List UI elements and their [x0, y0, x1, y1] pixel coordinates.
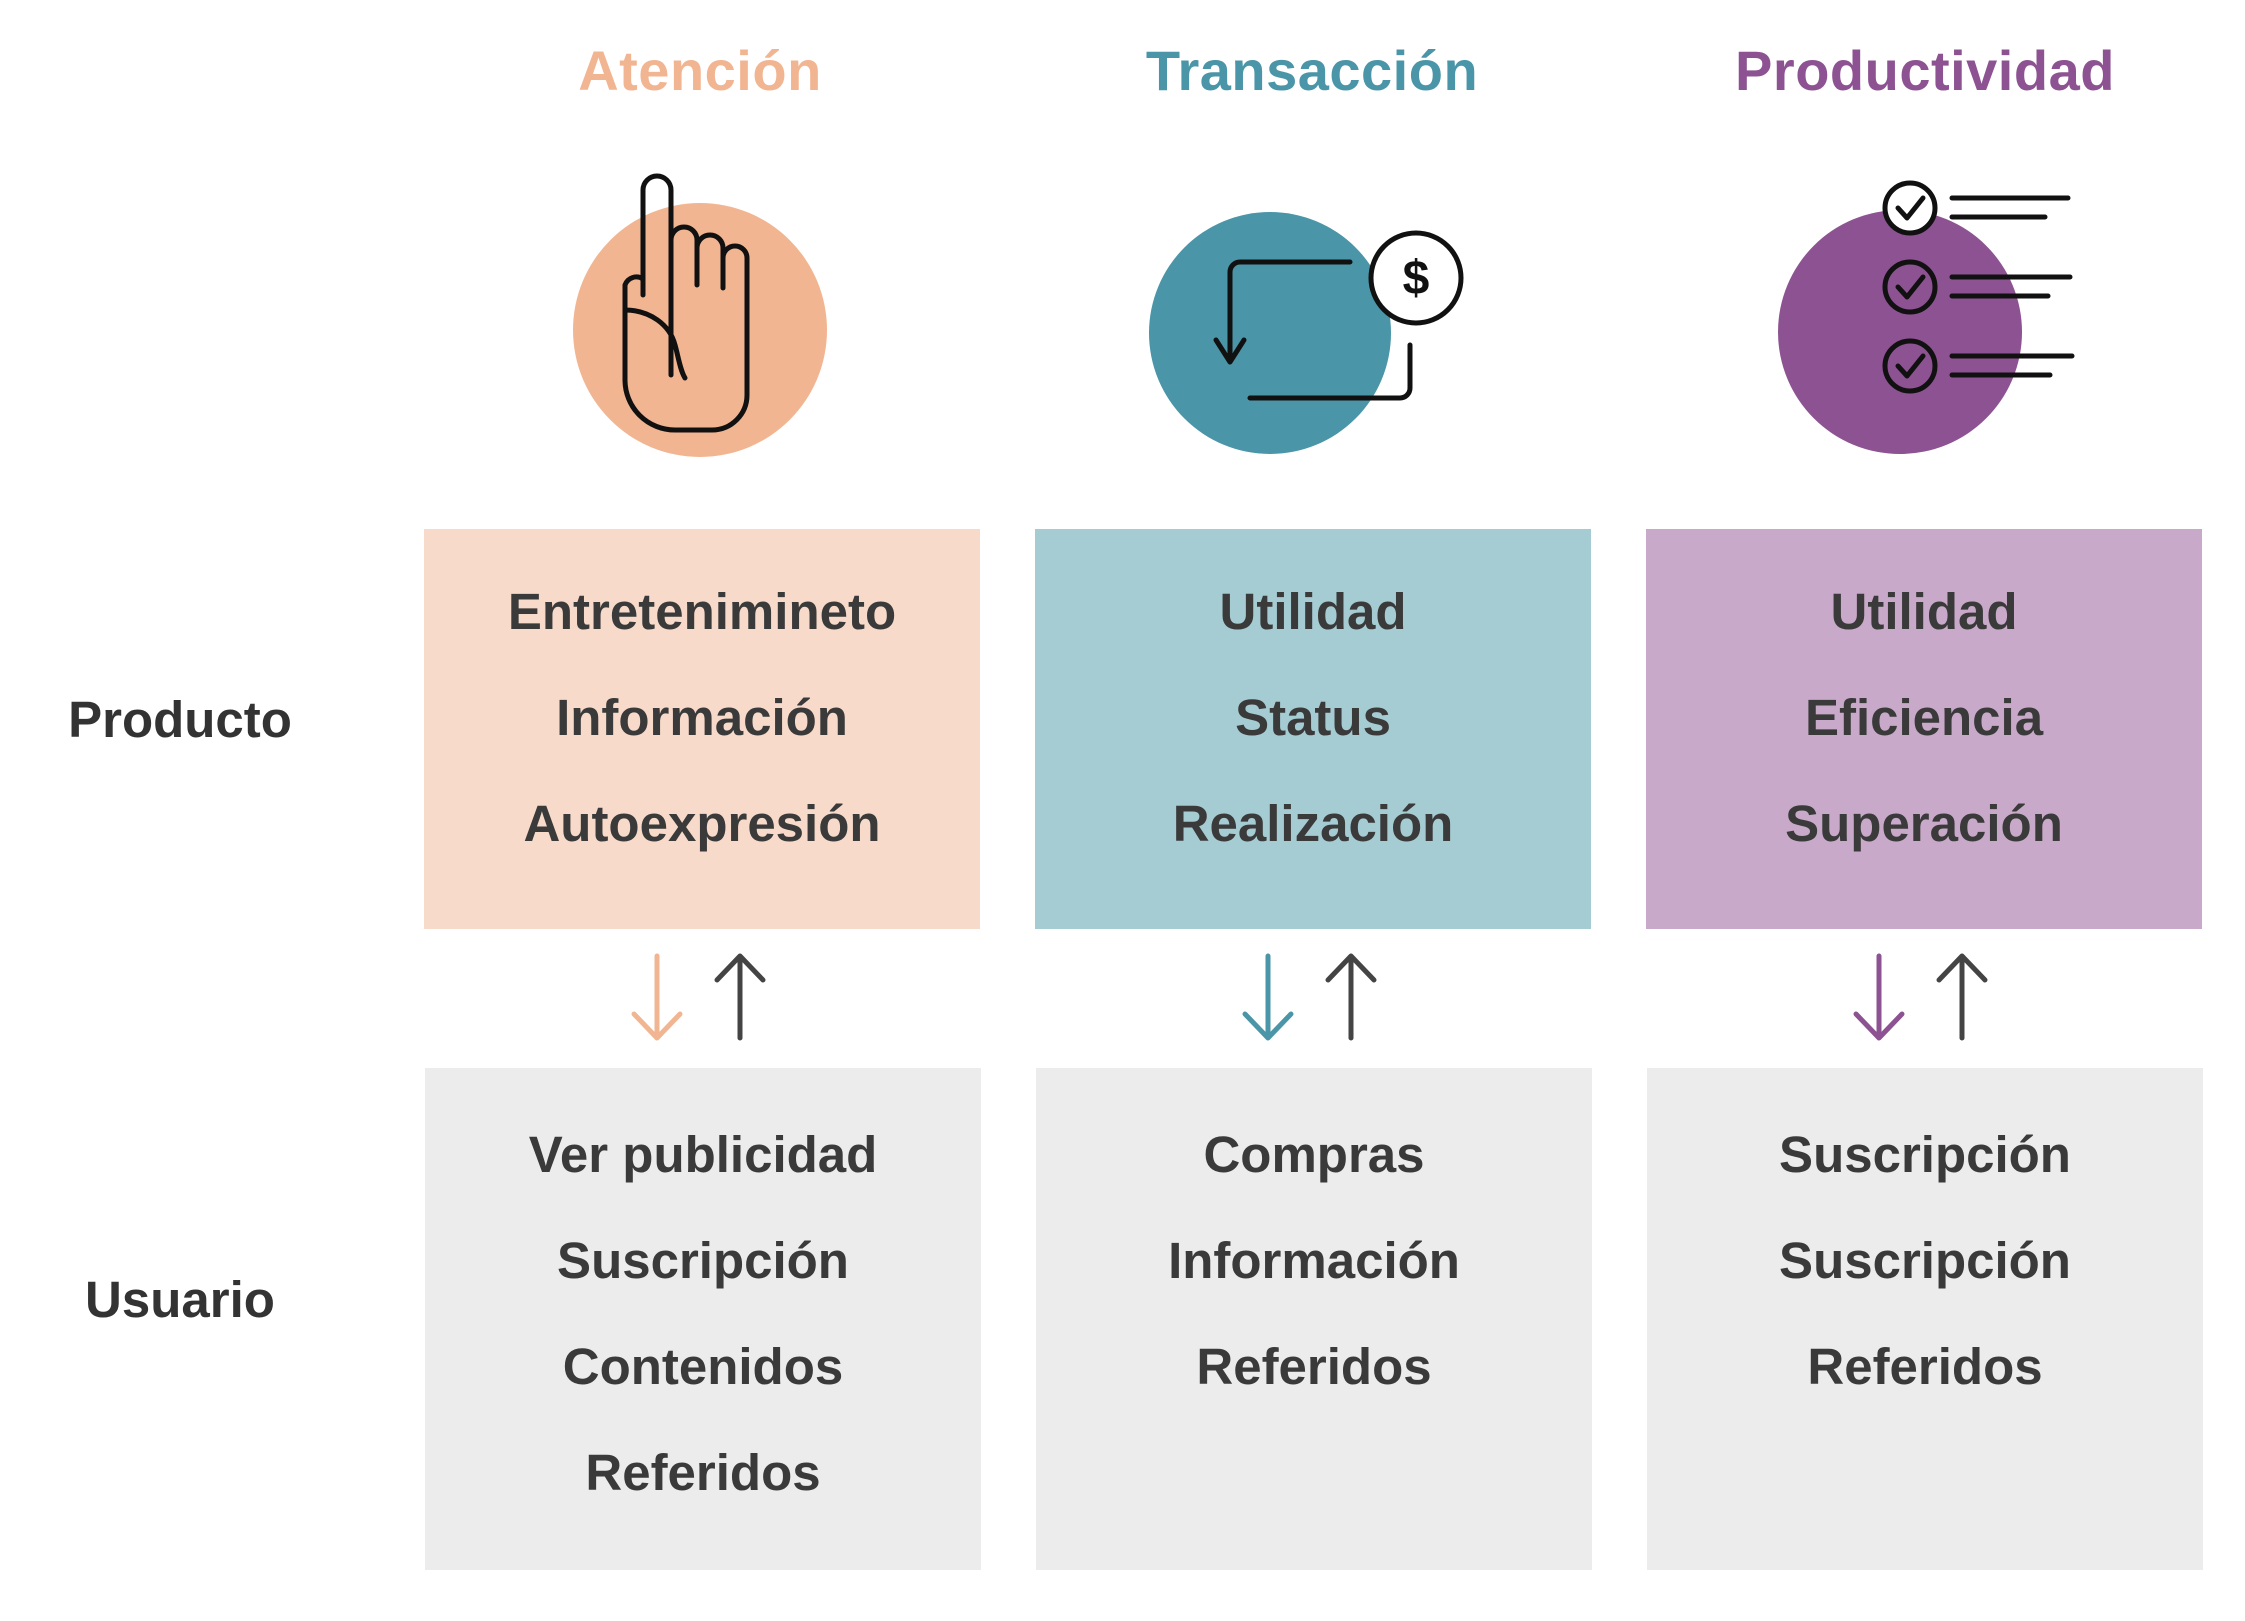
- producto-item: Autoexpresión: [523, 795, 881, 852]
- producto-item: Información: [556, 689, 848, 746]
- column-title-transaccion: Transacción: [1145, 39, 1479, 102]
- producto-item: Superación: [1785, 795, 2063, 852]
- column-title-atencion: Atención: [578, 39, 822, 102]
- column-title-productividad: Productividad: [1735, 39, 2115, 102]
- producto-box-productividad: Utilidad Eficiencia Superación: [1646, 529, 2202, 929]
- producto-item: Utilidad: [1219, 583, 1407, 640]
- usuario-item: Referidos: [1807, 1338, 2043, 1395]
- usuario-box-transaccion: Compras Información Referidos: [1036, 1068, 1592, 1570]
- usuario-item: Información: [1168, 1232, 1460, 1289]
- up-arrow-icon: [1325, 953, 1377, 1041]
- row-label-usuario: Usuario: [85, 1271, 275, 1328]
- producto-item: Entretenimineto: [507, 583, 897, 640]
- producto-box-atencion: Entretenimineto Información Autoexpresió…: [424, 529, 980, 929]
- producto-box-transaccion: Utilidad Status Realización: [1035, 529, 1591, 929]
- usuario-item: Suscripción: [1779, 1232, 2071, 1289]
- usuario-box-productividad: Suscripción Suscripción Referidos: [1647, 1068, 2203, 1570]
- usuario-item: Referidos: [585, 1444, 821, 1501]
- usuario-item: Ver publicidad: [528, 1126, 878, 1183]
- producto-item: Utilidad: [1830, 583, 2018, 640]
- up-arrow-icon: [714, 953, 766, 1041]
- down-arrow-icon: [1853, 953, 1905, 1041]
- usuario-box-atencion: Ver publicidad Suscripción Contenidos Re…: [425, 1068, 981, 1570]
- down-arrow-icon: [631, 953, 683, 1041]
- producto-item: Realización: [1172, 795, 1454, 852]
- svg-text:$: $: [1403, 252, 1430, 305]
- arrows-productividad: [1842, 950, 2002, 1045]
- usuario-item: Referidos: [1196, 1338, 1432, 1395]
- money-transfer-icon: $: [1080, 170, 1500, 470]
- usuario-item: Contenidos: [562, 1338, 844, 1395]
- pointing-hand-icon: [490, 170, 910, 470]
- producto-item: Eficiencia: [1804, 689, 2044, 746]
- producto-item: Status: [1235, 689, 1391, 746]
- row-label-producto: Producto: [68, 691, 292, 748]
- usuario-item: Suscripción: [1779, 1126, 2071, 1183]
- usuario-item: Suscripción: [557, 1232, 849, 1289]
- arrows-atencion: [620, 950, 780, 1045]
- usuario-item: Compras: [1203, 1126, 1425, 1183]
- down-arrow-icon: [1242, 953, 1294, 1041]
- arrows-transaccion: [1231, 950, 1391, 1045]
- up-arrow-icon: [1936, 953, 1988, 1041]
- checklist-icon: [1690, 170, 2110, 470]
